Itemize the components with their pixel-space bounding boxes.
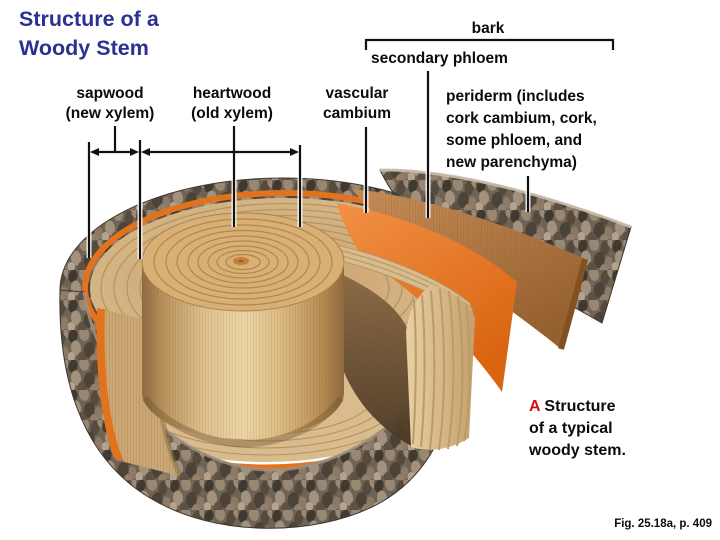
bark-bracket xyxy=(364,38,615,50)
secondary-phloem-label: secondary phloem xyxy=(371,50,508,67)
caption-line1: A Structure xyxy=(529,398,616,415)
slide-title-line1: Structure of a xyxy=(19,7,159,31)
sapwood-label: sapwood (new xylem) xyxy=(65,85,155,122)
heartwood-rings xyxy=(153,218,333,306)
caption: A Structure of a typical woody stem. xyxy=(529,396,659,462)
heartwood-label: heartwood (old xylem) xyxy=(191,85,273,122)
cambium-edge xyxy=(96,308,125,462)
slide-title-line2: Woody Stem xyxy=(19,36,149,60)
heartwood-cylinder xyxy=(141,212,345,448)
arrowheads xyxy=(90,148,299,156)
vascular-cambium-label: vascular cambium xyxy=(322,85,392,122)
periderm-label: periderm (includes cork cambium, cork, s… xyxy=(446,88,597,171)
caption-marker: A xyxy=(529,398,540,415)
figure-reference: Fig. 25.18a, p. 409 xyxy=(614,518,712,530)
slide-title: Structure of a Woody Stem xyxy=(19,5,249,63)
slab-laminations xyxy=(412,288,471,451)
bark-label: bark xyxy=(471,20,505,37)
leader-lines xyxy=(86,38,615,259)
